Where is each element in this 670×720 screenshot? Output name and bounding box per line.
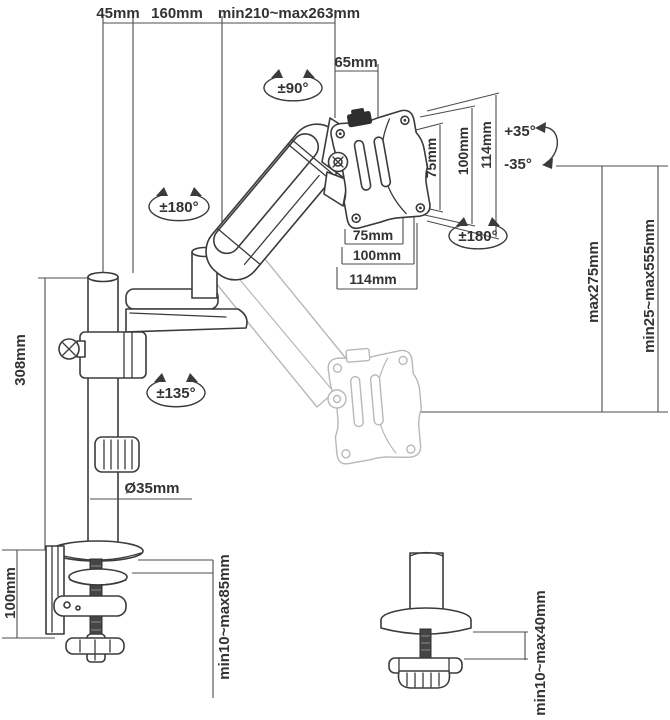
dim-label-vesa-v100: 100mm: [455, 127, 471, 175]
dim-label-308: 308mm: [12, 334, 29, 386]
vesa-plate: [330, 108, 431, 230]
arrow-left-icon: [154, 373, 166, 382]
rotation-arc-180-vesa: [448, 223, 508, 250]
clamp-foot: [53, 595, 127, 617]
dim-label-clamp-range: min10~max85mm: [216, 554, 233, 680]
lower-arm-body: [125, 308, 248, 333]
rotation-label-135: ±135°: [156, 385, 195, 402]
arrow-left-icon: [156, 187, 168, 196]
illustration: [45, 108, 472, 689]
vesa-clip-tab: [351, 108, 365, 117]
rotation-label-180-arm: ±180°: [159, 199, 198, 216]
clamp-foot-hole-2: [75, 605, 81, 611]
pole-cap: [87, 271, 119, 283]
collar-seams: [123, 331, 133, 379]
dim-label-max275: max275mm: [585, 241, 602, 323]
arrow-right-icon: [303, 69, 315, 78]
grommet-mount: [380, 551, 472, 689]
arrow-right-icon: [190, 187, 202, 196]
clamp-bracket: [45, 545, 65, 635]
desk-clamp: [45, 540, 144, 663]
rotation-arc-90: [263, 75, 323, 102]
dim-vesa-v114: [426, 92, 500, 240]
arm-seams: [216, 138, 336, 266]
dim-label-65mm: 65mm: [334, 54, 377, 71]
vesa-hole-tr-dot: [403, 118, 407, 122]
pole-collar: [79, 331, 147, 379]
arrow-right-icon: [186, 373, 198, 382]
clamp-bracket-seams: [51, 545, 59, 633]
ghost-pivot-center: [332, 394, 342, 404]
arrow-down-icon: [542, 158, 553, 169]
dim-label-vesa-v114: 114mm: [478, 121, 494, 168]
tilt-up-label: +35°: [504, 123, 535, 140]
dim-vesa-h100: [341, 217, 415, 265]
dim-label-vesa-v75: 75mm: [423, 138, 439, 178]
ghost-hole-tl: [332, 363, 343, 373]
arrow-left-icon: [456, 217, 468, 226]
dim-label-reach: min210~max263mm: [218, 5, 360, 22]
tilt-pivot-cross: [332, 156, 344, 168]
arrow-up-icon: [535, 122, 546, 133]
pole-knob-ribs: [103, 439, 133, 470]
annotations: ±90° ±180° ±180° ±135° +35° -35°: [2, 5, 658, 716]
grommet-pole-cap: [409, 551, 444, 557]
tilt-arc: [537, 126, 559, 164]
rotation-badge-135: ±135°: [146, 373, 206, 408]
arrow-left-icon: [271, 69, 283, 78]
lower-arm-seam: [129, 312, 227, 318]
rotation-badge-180-arm: ±180°: [148, 187, 210, 222]
vesa-hole-br-dot: [418, 206, 422, 210]
dimension-lines: [2, 16, 668, 698]
ghost-plate-slot-left: [349, 376, 364, 428]
grommet-knob: [397, 670, 451, 689]
dim-vesa-h114: [336, 223, 418, 290]
vesa-slot-left: [353, 139, 372, 191]
ghost-hole-br: [406, 444, 416, 454]
pole-adjust-knob: [94, 436, 140, 473]
clamp-foot-hole: [63, 601, 71, 609]
ghost-plate-clip: [345, 347, 371, 363]
ghost-hole-tr: [398, 355, 408, 366]
dim-label-160mm: 160mm: [151, 5, 203, 22]
arm-spring-line: [243, 174, 320, 266]
collar-knob-cross: [62, 342, 76, 356]
arm-window: [213, 133, 320, 255]
dim-label-vesa-h75: 75mm: [353, 227, 393, 243]
rotation-arc-180-arm: [148, 193, 210, 222]
rotation-badge-180-vesa: ±180°: [448, 217, 508, 250]
vesa-slot-right: [373, 136, 392, 188]
grommet-rod-threads: [421, 635, 430, 651]
dim-label-grommet-range: min10~max40mm: [532, 590, 549, 716]
clamp-upper-pad-lip: [69, 579, 127, 586]
arrow-right-icon: [488, 217, 500, 226]
ghost-vesa-plate: [327, 347, 423, 465]
dim-label-clamp-100: 100mm: [2, 567, 19, 619]
rotation-label-90: ±90°: [278, 80, 309, 97]
tilt-annotation: +35° -35°: [504, 122, 559, 173]
clamp-knob-ribs: [79, 639, 111, 661]
rotation-arc-135: [146, 379, 206, 408]
rotation-badge-90: ±90°: [263, 69, 323, 102]
pole: [87, 276, 119, 544]
ghost-plate-slot-right: [369, 374, 384, 426]
dim-label-vesa-h114: 114mm: [349, 271, 396, 287]
vesa-clevis-lower: [323, 171, 349, 207]
ghost-hole-bl: [341, 449, 351, 459]
rotation-label-180-vesa: ±180°: [458, 228, 497, 245]
tilt-down-label: -35°: [504, 156, 532, 173]
grommet-knob-ribs: [406, 672, 440, 688]
vesa-hole-bl-dot: [354, 216, 358, 220]
dim-label-range555: min25~max555mm: [641, 219, 658, 353]
dim-label-pole-diameter: Ø35mm: [124, 480, 179, 497]
dim-label-45mm: 45mm: [96, 5, 139, 22]
vesa-hole-tl-dot: [338, 132, 342, 136]
dim-label-vesa-h100: 100mm: [353, 247, 401, 263]
